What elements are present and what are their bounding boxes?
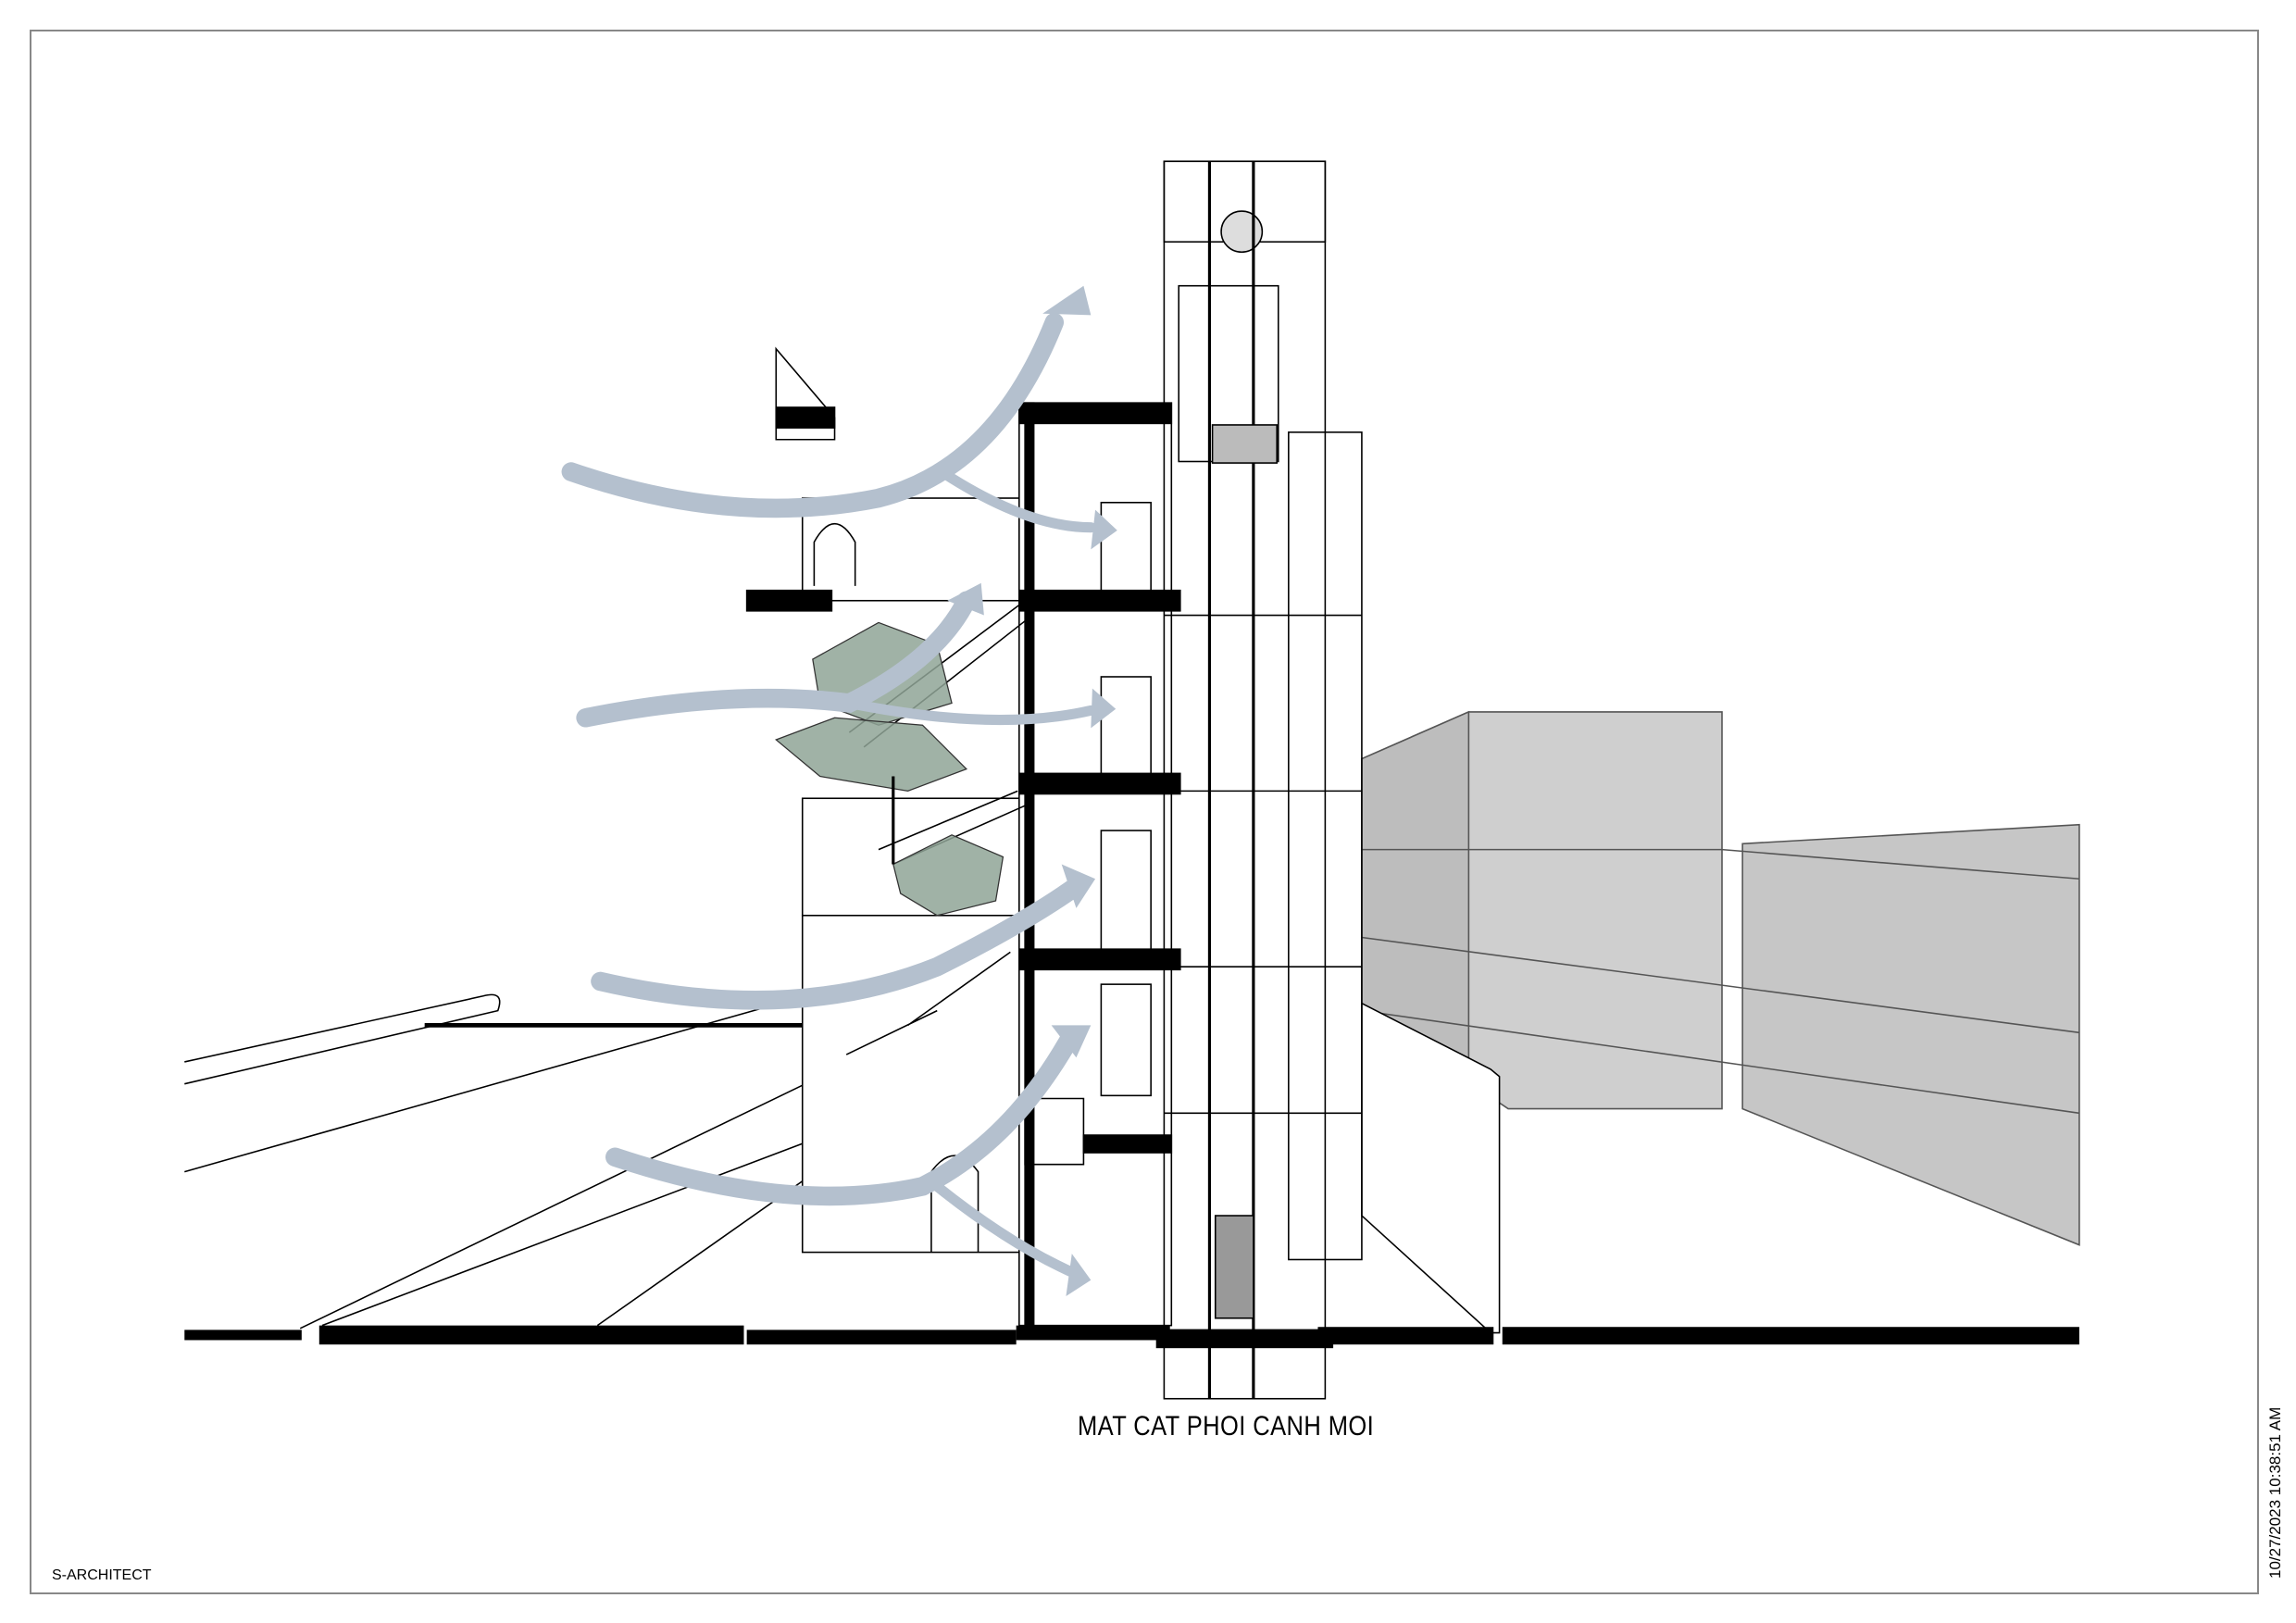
print-timestamp: 10/27/2023 10:38:51 AM: [2266, 1406, 2284, 1579]
ground-line: [184, 1325, 2079, 1345]
neighbor-blocks: [1361, 710, 2080, 1246]
firm-name: S-ARCHITECT: [52, 1567, 152, 1583]
airflow-arrow: [591, 876, 1086, 1010]
airflow-arrow: [843, 697, 1096, 726]
airflow-arrows: [561, 312, 1096, 1280]
arrow-heads: [947, 285, 1117, 1297]
elevator-shaft: [1155, 160, 1363, 1400]
airflow-arrow: [605, 1030, 1079, 1206]
drawing-title: MAT CAT PHOI CANH MOI: [1078, 1411, 1375, 1442]
airflow-arrow: [931, 1180, 1082, 1280]
sheet-border: [30, 30, 2259, 1594]
street-perspective: [184, 993, 806, 1330]
airflow-arrow: [931, 463, 1096, 533]
rear-building: [745, 346, 1020, 1254]
main-building-section: [1018, 402, 1181, 1327]
airflow-arrow: [576, 591, 977, 728]
airflow-arrow: [561, 312, 1065, 518]
